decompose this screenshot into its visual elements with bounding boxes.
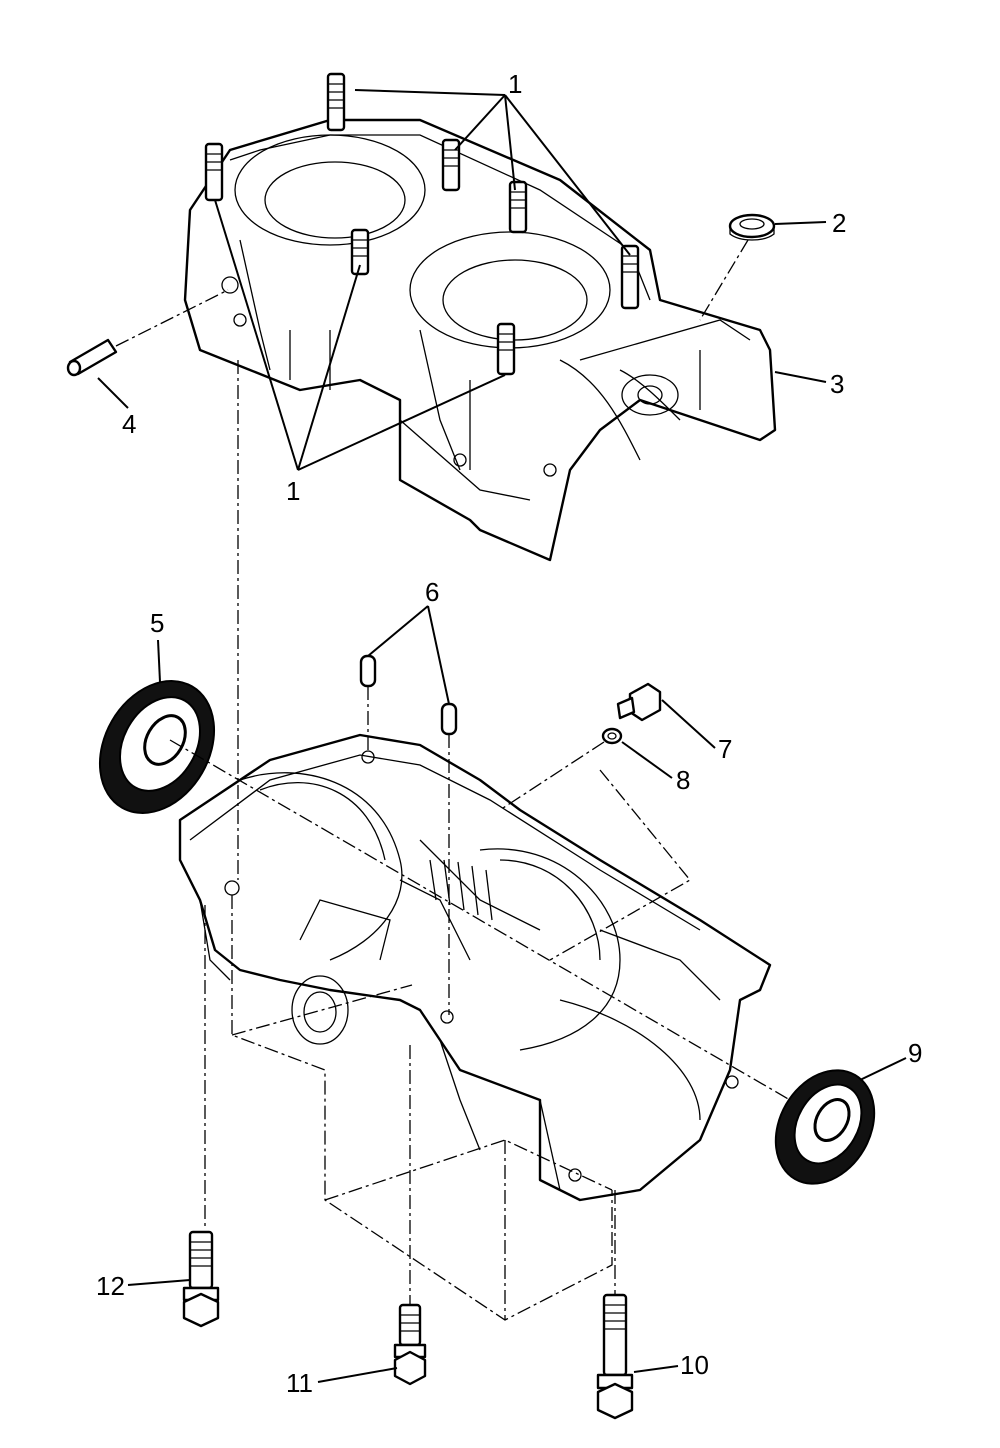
upper-crankcase-half <box>183 118 777 562</box>
oil-seal-5 <box>98 680 216 814</box>
callout-3: 3 <box>830 369 844 399</box>
bolt-10 <box>596 1293 634 1420</box>
callout-1-upper: 1 <box>508 69 522 99</box>
bolt-12 <box>182 1230 220 1328</box>
callout-11: 11 <box>286 1368 313 1398</box>
callout-6: 6 <box>425 577 439 607</box>
washer-8 <box>601 727 623 745</box>
lower-crankcase-half <box>178 733 772 1202</box>
callout-10: 10 <box>680 1350 709 1380</box>
plug-bolt-7 <box>616 682 662 722</box>
callout-5: 5 <box>150 608 164 638</box>
callout-9: 9 <box>908 1038 922 1068</box>
small-seal <box>728 213 776 241</box>
dowel-pin-4 <box>66 338 118 377</box>
cylinder-studs <box>204 72 640 376</box>
bolt-11 <box>393 1303 427 1386</box>
callout-1-lower: 1 <box>286 476 300 506</box>
oil-seal-9 <box>774 1069 876 1185</box>
callout-labels: 1 1 2 3 4 5 6 7 8 9 10 11 12 <box>96 69 922 1398</box>
callout-2: 2 <box>832 208 846 238</box>
callout-4: 4 <box>122 409 136 439</box>
leader-lines <box>97 89 907 1383</box>
callout-7: 7 <box>718 734 732 764</box>
callout-8: 8 <box>676 765 690 795</box>
callout-12: 12 <box>96 1271 125 1301</box>
